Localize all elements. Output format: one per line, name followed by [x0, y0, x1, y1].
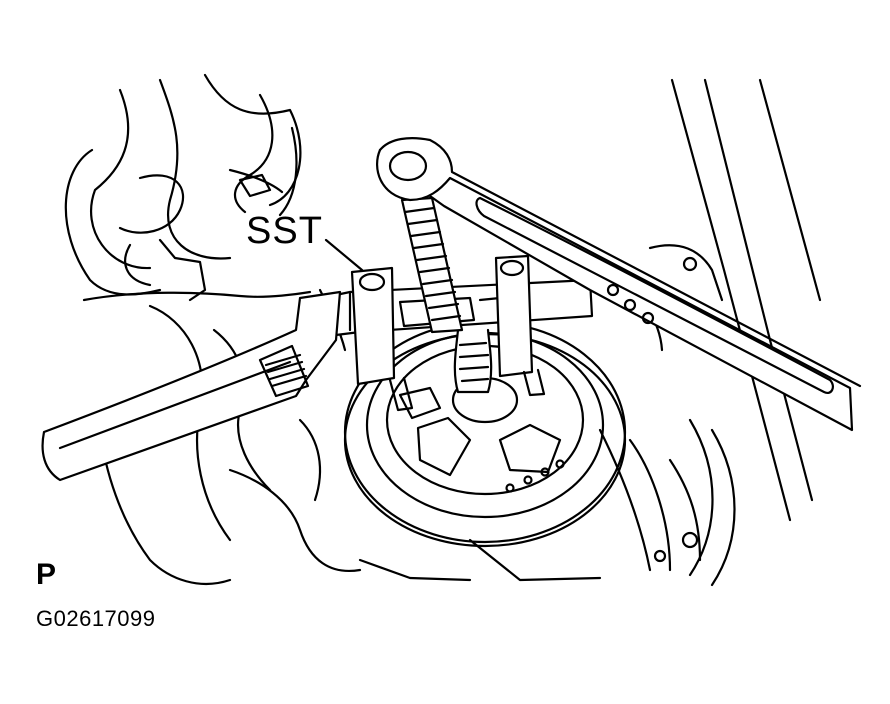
- box-wrench: [376, 137, 862, 432]
- figure-id: G02617099: [36, 606, 156, 631]
- sst-label: SST: [246, 210, 323, 252]
- adjustable-wrench: [41, 290, 342, 482]
- right-engine-structure: [358, 78, 822, 587]
- sst-leader-line: [324, 238, 364, 272]
- view-marker: P: [36, 558, 57, 591]
